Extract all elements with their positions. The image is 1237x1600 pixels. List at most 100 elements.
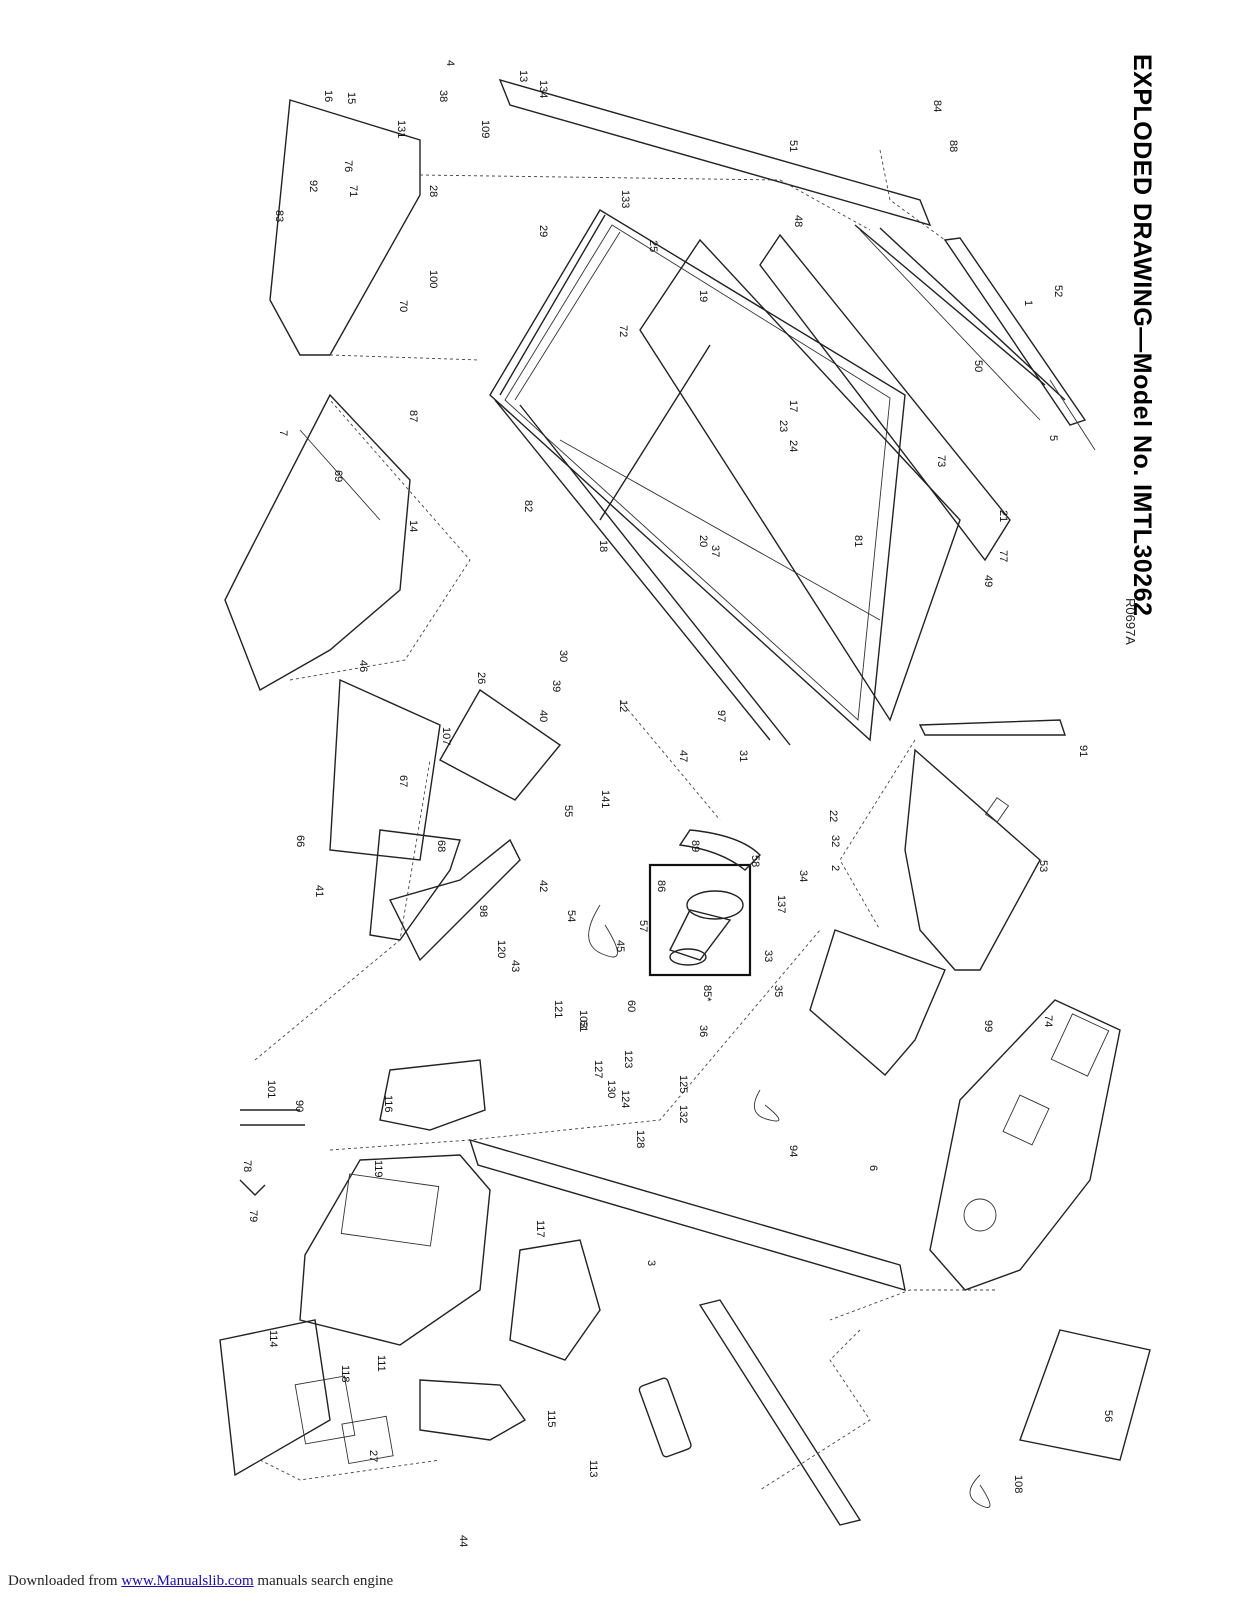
console <box>929 999 1151 1461</box>
part-callout: 19 <box>697 290 709 302</box>
part-callout: 23 <box>777 420 789 432</box>
footer: Downloaded from www.Manualslib.com manua… <box>8 1573 393 1590</box>
part-callout: 68 <box>435 840 447 852</box>
part-callout: 60 <box>625 1000 637 1012</box>
callout-layer: 1234567121314151617181920212223242526272… <box>241 60 1114 1547</box>
part-callout: 48 <box>792 215 804 227</box>
part-callout: 4 <box>444 60 456 66</box>
part-callout: 34 <box>797 870 809 882</box>
part-callout: 114 <box>267 1330 279 1348</box>
deck-frame <box>489 209 906 746</box>
part-callout: 119 <box>372 1160 384 1178</box>
part-callout: 49 <box>982 575 994 587</box>
part-callout: 51 <box>787 140 799 152</box>
part-callout: 44 <box>457 1535 469 1547</box>
part-callout: 66 <box>294 835 306 847</box>
part-callout: 52 <box>1052 285 1064 297</box>
part-callout: 103 <box>577 1010 589 1028</box>
part-callout: 118 <box>339 1365 351 1383</box>
part-callout: 26 <box>475 672 487 684</box>
part-callout: 36 <box>697 1025 709 1037</box>
part-callout: 74 <box>1042 1015 1054 1027</box>
part-callout: 33 <box>762 950 774 962</box>
part-callout: 85* <box>701 985 713 1002</box>
part-callout: 115 <box>545 1410 557 1428</box>
part-callout: 111 <box>375 1355 387 1372</box>
part-callout: 90 <box>293 1100 305 1112</box>
part-callout: 41 <box>313 885 325 897</box>
part-callout: 91 <box>1077 745 1089 757</box>
part-callout: 55 <box>562 805 574 817</box>
part-callout: 101 <box>265 1080 277 1098</box>
part-callout: 120 <box>495 940 507 958</box>
assembly-guide-lines <box>254 149 995 1491</box>
part-callout: 130 <box>605 1080 617 1098</box>
part-callout: 15 <box>345 92 357 104</box>
part-callout: 12 <box>617 700 629 712</box>
footer-prefix: Downloaded from <box>8 1573 122 1589</box>
part-callout: 30 <box>557 650 569 662</box>
motor-assembly <box>648 829 761 977</box>
part-callout: 83 <box>273 210 285 222</box>
part-callout: 1 <box>1022 300 1034 306</box>
motor-hood <box>809 748 1041 1076</box>
part-callout: 78 <box>241 1160 253 1172</box>
part-callout: 31 <box>737 750 749 762</box>
part-callout: 14 <box>407 520 419 532</box>
part-callout: 131 <box>395 120 407 138</box>
part-callout: 79 <box>247 1210 259 1222</box>
part-callout: 84 <box>931 100 943 112</box>
upright-rails <box>468 78 1096 1526</box>
part-callout: 100 <box>427 270 439 288</box>
part-callout: 45 <box>614 940 626 952</box>
part-callout: 27 <box>367 1450 379 1462</box>
part-callout: 18 <box>597 540 609 552</box>
part-callout: 92 <box>307 180 319 192</box>
part-callout: 24 <box>787 440 799 452</box>
part-callout: 81 <box>852 535 864 547</box>
part-callout: 53 <box>1037 860 1049 872</box>
part-callout: 17 <box>787 400 799 412</box>
part-callout: 25 <box>647 240 659 252</box>
part-callout: 40 <box>537 710 549 722</box>
part-callout: 5 <box>1047 435 1059 441</box>
part-callout: 97 <box>715 710 727 722</box>
part-callout: 39 <box>550 680 562 692</box>
part-callout: 61 <box>577 1020 589 1032</box>
lower-covers <box>219 1059 601 1477</box>
part-callout: 132 <box>677 1105 689 1123</box>
part-callout: 133 <box>619 190 631 208</box>
part-callout: 29 <box>537 225 549 237</box>
part-callout: 116 <box>382 1095 394 1113</box>
part-callout: 22 <box>827 810 839 822</box>
footer-link[interactable]: www.Manualslib.com <box>121 1573 254 1589</box>
part-callout: 141 <box>599 790 611 808</box>
part-callout: 50 <box>972 360 984 372</box>
part-callout: 109 <box>479 120 491 138</box>
part-callout: 94 <box>787 1145 799 1157</box>
part-callout: 70 <box>397 300 409 312</box>
part-callout: 77 <box>997 550 1009 562</box>
part-callout: 86 <box>655 880 667 892</box>
part-callout: 88 <box>947 140 959 152</box>
accessories <box>239 719 1066 1508</box>
part-callout: 72 <box>617 325 629 337</box>
part-callout: 76 <box>342 160 354 172</box>
part-callout: 123 <box>622 1050 634 1068</box>
part-callout: 32 <box>829 835 841 847</box>
part-callout: 3 <box>645 1260 657 1266</box>
part-callout: 16 <box>322 90 334 102</box>
part-callout: 13 <box>517 70 529 82</box>
part-callout: 99 <box>982 1020 994 1032</box>
part-callout: 20 <box>697 535 709 547</box>
part-callout: 89 <box>689 840 701 852</box>
part-callout: 57 <box>637 920 649 932</box>
part-callout: 56 <box>1102 1410 1114 1422</box>
part-callout: 38 <box>437 90 449 102</box>
part-callout: 125 <box>677 1075 689 1093</box>
part-callout: 108 <box>1012 1475 1024 1493</box>
part-callout: 69 <box>332 470 344 482</box>
part-callout: 87 <box>407 410 419 422</box>
part-callout: 46 <box>357 660 369 672</box>
